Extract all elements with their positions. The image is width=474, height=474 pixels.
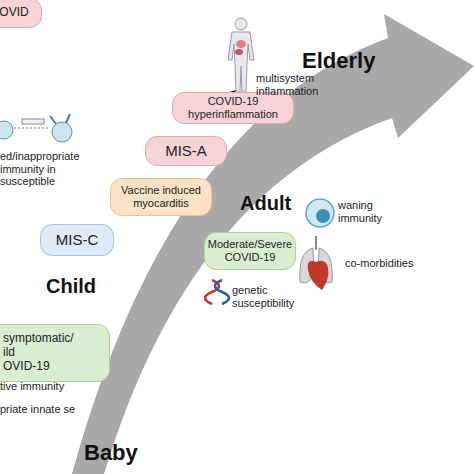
disease-box: MIS-A (145, 136, 227, 166)
disease-box: OVID (0, 0, 42, 28)
annotation-text: co-morbidities (345, 257, 435, 270)
box-text: Vaccine induced myocarditis (115, 184, 207, 209)
age-arrow (72, 14, 474, 474)
annotation-text: ed/inappropriate immunity in susceptible (0, 150, 96, 188)
disease-box: MIS-C (40, 224, 114, 256)
age-label: Elderly (302, 48, 392, 73)
box-text: COVID-19 hyperinflammation (177, 95, 289, 120)
disease-box: Moderate/Severe COVID-19 (204, 232, 296, 270)
box-text: Moderate/Severe COVID-19 (208, 238, 292, 263)
dna-icon (205, 280, 229, 304)
annotation-text: priate innate se (0, 403, 82, 416)
age-label: Baby (84, 440, 174, 465)
box-text: MIS-A (165, 142, 207, 159)
age-label: Child (46, 275, 116, 298)
annotation-text: genetic susceptibility (232, 284, 302, 309)
annotation-text: waning immunity (338, 199, 398, 224)
waning-cell-icon (306, 199, 334, 227)
human-figure (228, 18, 254, 92)
annotation-text: tive immunity (0, 380, 100, 393)
lungs-heart-icon (300, 236, 332, 290)
immune-cells (0, 114, 72, 142)
disease-box: Vaccine induced myocarditis (110, 178, 212, 216)
age-label: Adult (240, 192, 310, 215)
disease-box: COVID-19 hyperinflammation (172, 92, 294, 124)
box-text: MIS-C (56, 231, 99, 248)
box-text: symptomatic/ ild OVID-19 (3, 332, 83, 373)
disease-box: symptomatic/ ild OVID-19 (0, 324, 110, 382)
annotation-text: multisystem inflammation (256, 72, 346, 97)
box-text: OVID (0, 6, 29, 20)
